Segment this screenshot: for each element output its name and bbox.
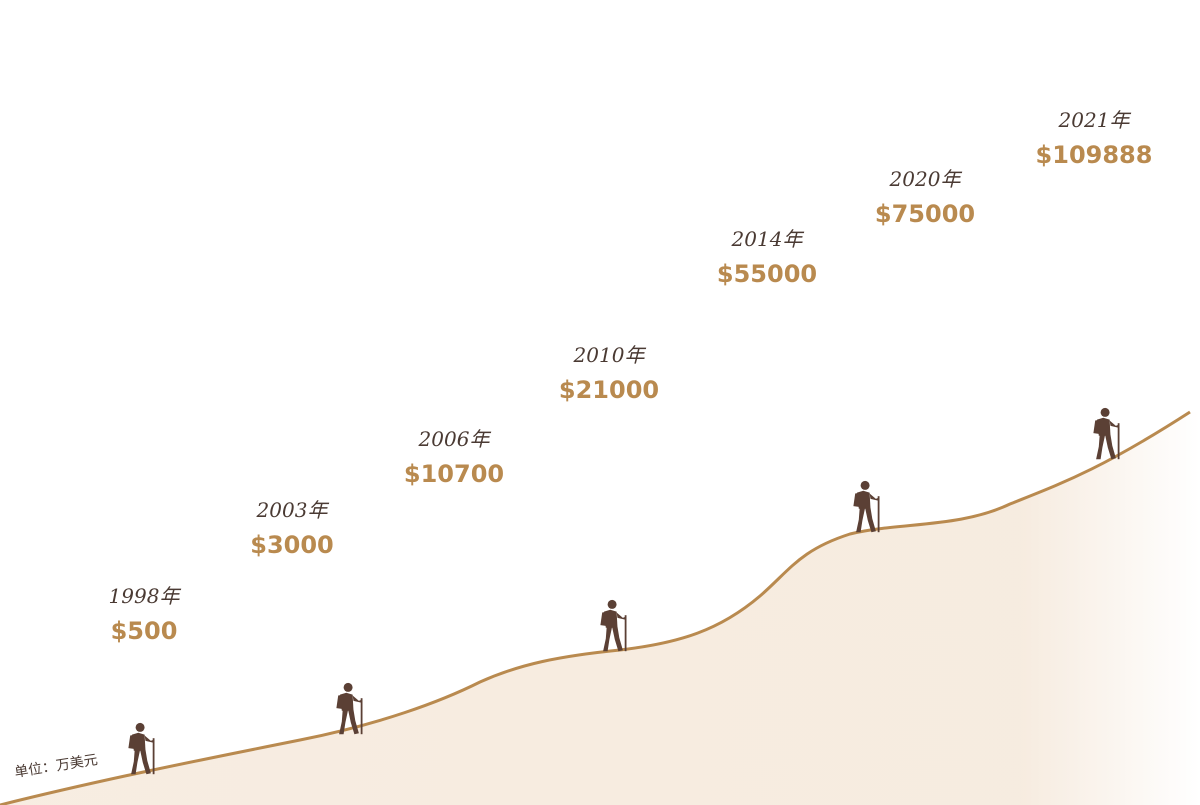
year-label: 2006年 xyxy=(418,427,490,451)
year-label: 1998年 xyxy=(108,584,180,608)
year-label: 2010年 xyxy=(573,343,645,367)
year-label: 2003年 xyxy=(256,498,328,522)
value-label: $55000 xyxy=(716,260,818,288)
growth-curve xyxy=(0,410,1191,805)
milestone-6: 2021年 $109888 xyxy=(1036,108,1153,170)
milestone-1: 2003年 $3000 xyxy=(250,498,334,560)
value-label: $75000 xyxy=(874,200,976,228)
hiker-icon xyxy=(1093,407,1120,460)
year-label: 2021年 xyxy=(1058,108,1130,132)
value-label: $10700 xyxy=(403,460,505,488)
hiker-icon xyxy=(128,722,155,775)
value-label: $500 xyxy=(110,617,178,645)
milestone-2: 2006年 $10700 xyxy=(404,427,504,489)
hiker-icon xyxy=(600,599,627,652)
slope-area xyxy=(0,412,1200,805)
milestone-4: 2014年 $55000 xyxy=(717,227,817,289)
hiker-icon xyxy=(853,480,880,533)
milestone-0: 1998年 $500 xyxy=(109,584,180,646)
milestone-5: 2020年 $75000 xyxy=(875,167,975,229)
milestone-3: 2010年 $21000 xyxy=(559,343,659,405)
value-label: $3000 xyxy=(250,531,334,559)
year-label: 2014年 xyxy=(731,227,803,251)
year-label: 2020年 xyxy=(889,167,961,191)
value-label: $21000 xyxy=(558,376,660,404)
value-label: $109888 xyxy=(1035,141,1153,169)
